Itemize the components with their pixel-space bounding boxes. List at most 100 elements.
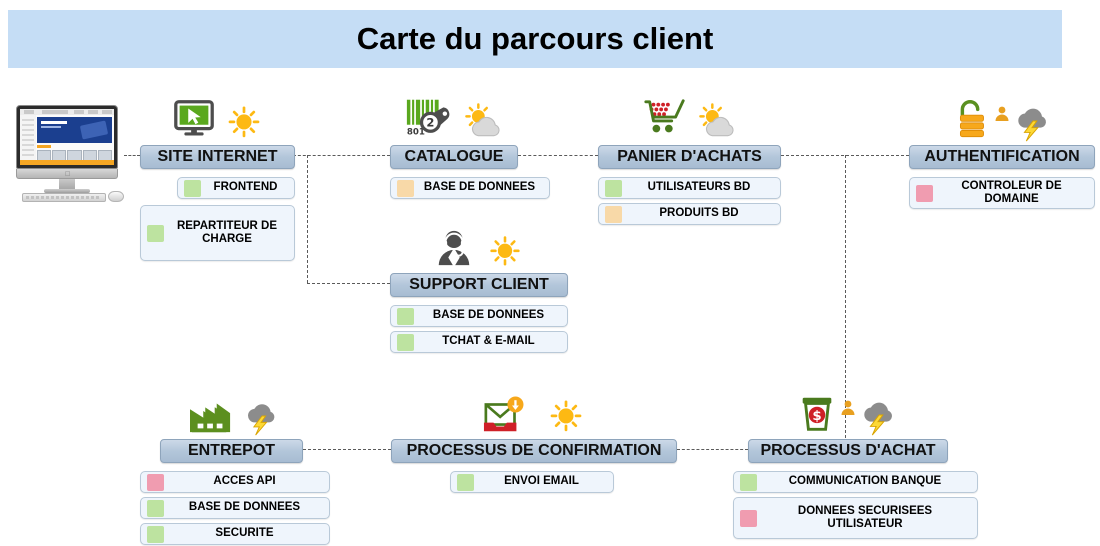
item-label: TCHAT & E-MAIL [442,335,535,348]
color-swatch [147,525,164,543]
item-label: ENVOI EMAIL [504,475,579,488]
node-title-site-internet[interactable]: SITE INTERNET [140,145,295,169]
item-tchat-e-mail[interactable]: TCHAT & E-MAIL [390,331,568,353]
webpage-topbar [20,109,114,115]
weather-sun-icon [550,400,582,432]
email-received-icon [483,396,524,432]
connector-entrepot-to-confirmation [283,449,391,450]
item-label: UTILISATEURS BD [647,181,751,194]
node-processus-de-confirmation[interactable]: PROCESSUS DE CONFIRMATION ENVOI EMAIL [391,382,677,493]
node-icons-catalogue: 801 2 [390,88,518,142]
imac-webpage-content [20,109,114,165]
webpage-sidebar [20,115,36,165]
weather-sun-icon [228,106,259,138]
weather-sun-cloud-icon [465,103,500,137]
webpage-accent-bar [37,145,51,148]
page-title-banner: Carte du parcours client [8,10,1062,68]
item-donnees-securisees-utilisateur[interactable]: DONNEES SECURISEES UTILISATEUR [733,497,978,539]
atm-cash-dollar-icon: $ [802,397,832,431]
weather-storm-cloud-icon [864,402,892,436]
factory-warehouse-icon [190,403,231,433]
node-title-support-client[interactable]: SUPPORT CLIENT [390,273,568,297]
item-acces-api[interactable]: ACCES API [140,471,330,493]
node-icons-entrepot [140,382,330,436]
node-title-processus-d-achat[interactable]: PROCESSUS D'ACHAT [748,439,948,463]
item-base-de-donnees-entrepot[interactable]: BASE DE DONNEES [140,497,330,519]
node-title-processus-de-confirmation[interactable]: PROCESSUS DE CONFIRMATION [391,439,677,463]
color-swatch [740,509,757,527]
color-swatch [184,179,201,197]
item-label: CONTROLEUR DE DOMAINE [961,180,1062,206]
item-label: BASE DE DONNEES [423,181,536,194]
connector-imac-to-site [124,155,140,156]
svg-text:801: 801 [407,127,425,137]
node-title-entrepot[interactable]: ENTREPOT [160,439,303,463]
imac-screen [16,105,118,169]
color-swatch [740,473,757,491]
item-label: DONNEES SECURISEES UTILISATEUR [797,504,933,530]
node-authentification[interactable]: AUTHENTIFICATION CONTROLEUR DE DOMAINE [909,88,1095,210]
item-produits-bd[interactable]: PRODUITS BD [598,203,781,225]
node-icons-confirmation [391,382,677,436]
page-title: Carte du parcours client [356,21,714,56]
connector-confirmation-to-achat [677,449,748,450]
color-swatch [397,333,414,351]
item-envoi-email[interactable]: ENVOI EMAIL [450,471,614,493]
weather-sun-icon [490,236,520,266]
color-swatch [605,179,622,197]
node-processus-d-achat[interactable]: $ PROCESSUS D'ACHAT COMMUNICATION BANQUE… [733,382,978,539]
weather-storm-cloud-icon [1018,108,1046,142]
node-icons-panier [598,88,781,142]
node-catalogue[interactable]: 801 2 CATALOGUE B [390,88,550,199]
node-entrepot[interactable]: ENTREPOT ACCES API BASE DE DONNEES SECUR… [140,382,330,545]
imac-stand-neck [59,179,75,189]
item-utilisateurs-bd[interactable]: UTILISATEURS BD [598,177,781,199]
mouse-illustration [108,191,124,202]
connector-site-to-catalogue [283,155,390,156]
node-icons-support-client [390,216,568,270]
node-support-client[interactable]: SUPPORT CLIENT BASE DE DONNEES TCHAT & E… [390,216,568,353]
color-swatch [397,179,414,197]
item-communication-banque[interactable]: COMMUNICATION BANQUE [733,471,978,493]
barcode-tag-icon: 801 2 [406,99,450,137]
unlocked-padlock-server-icon [959,100,984,138]
svg-text:2: 2 [426,116,434,130]
weather-sun-cloud-icon [698,103,734,137]
keyboard-illustration [22,193,106,202]
headset-agent-icon [438,230,470,268]
color-swatch [147,499,164,517]
item-base-de-donnees-catalogue[interactable]: BASE DE DONNEES [390,177,550,199]
node-panier-d-achats[interactable]: PANIER D'ACHATS UTILISATEURS BD PRODUITS… [598,88,781,225]
item-label: BASE DE DONNEES [188,501,301,514]
node-icons-achat: $ [748,382,948,436]
color-swatch [605,205,622,223]
connector-auth-to-achat-vertical [845,155,846,438]
node-title-panier-d-achats[interactable]: PANIER D'ACHATS [598,145,781,169]
item-securite[interactable]: SECURITE [140,523,330,545]
apple-logo-icon:  [65,171,70,178]
item-repartiteur-de-charge[interactable]: REPARTITEUR DE CHARGE [140,205,295,261]
node-title-authentification[interactable]: AUTHENTIFICATION [909,145,1095,169]
item-label: PRODUITS BD [659,207,739,220]
color-swatch [397,307,414,325]
imac-stand-foot [44,189,90,193]
node-icons-site-internet [140,88,295,142]
node-site-internet[interactable]: SITE INTERNET FRONTEND REPARTITEUR DE CH… [140,88,295,261]
node-title-catalogue[interactable]: CATALOGUE [390,145,518,169]
monitor-cursor-icon [173,100,214,136]
item-label: REPARTITEUR DE CHARGE [176,219,278,245]
node-icons-authentification [909,88,1095,142]
webpage-footer-bar [20,160,114,165]
imac-desktop-computer-illustration:  [4,105,130,205]
item-base-de-donnees-support[interactable]: BASE DE DONNEES [390,305,568,327]
connector-branch-to-support [307,283,390,284]
weather-storm-cloud-icon [248,404,275,436]
connector-catalogue-to-panier [518,155,598,156]
item-controleur-de-domaine[interactable]: CONTROLEUR DE DOMAINE [909,177,1095,210]
color-swatch [457,473,474,491]
item-label: BASE DE DONNEES [432,309,545,322]
item-frontend[interactable]: FRONTEND [177,177,295,199]
item-label: SECURITE [215,527,274,540]
user-icon [841,400,855,415]
